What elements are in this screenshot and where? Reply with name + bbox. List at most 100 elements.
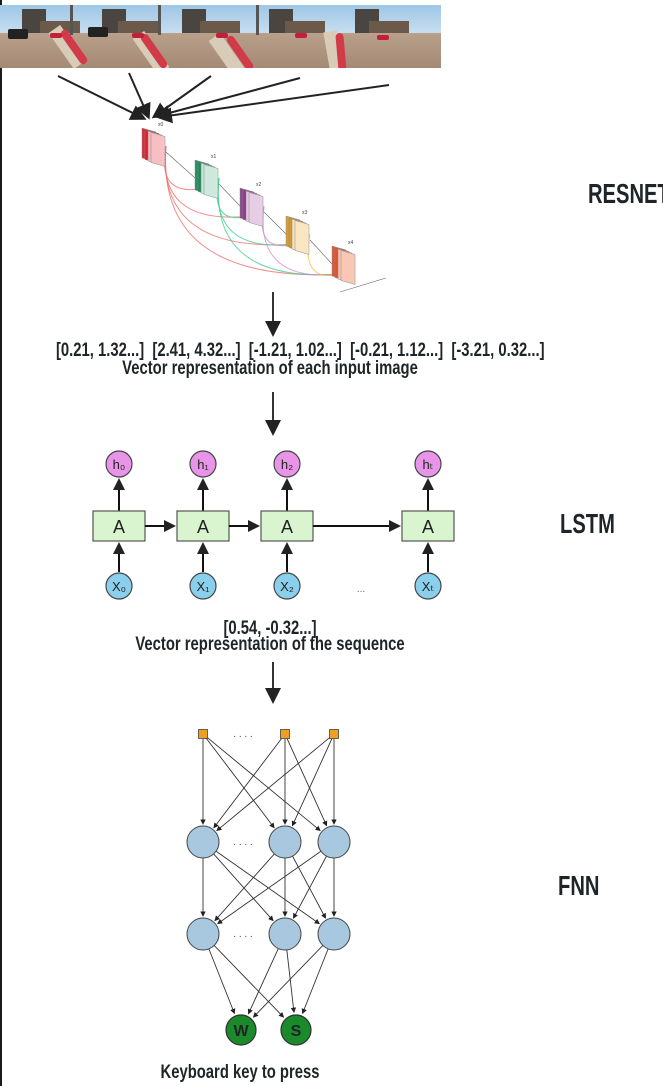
resnet-block-x4: x4 [331,240,356,285]
block-label: x3 [302,210,308,216]
input-neuron [329,729,339,739]
output-label: h₀ [113,457,126,472]
block-label: x4 [348,240,354,246]
fnn-edge [293,855,327,919]
lstm-diagram: h₀AX₀h₁AX₁h₂AX₂hₜAXₜ... [92,450,455,600]
arrow-frame-5 [156,84,390,124]
output-label: h₁ [197,457,209,472]
input-neuron [280,729,290,739]
fnn-edge [252,945,324,1018]
resnet-block-x0: x0 [141,122,196,179]
image-vector-2: [2.41, 4.32...] [152,340,241,361]
fnn-edge [215,850,321,925]
lstm-cell-3: hₜA Xₜ [401,450,455,600]
block-label: x0 [158,122,164,128]
hidden-ellipsis-2: . . . . [233,929,252,940]
fnn-edge [205,737,275,829]
output-neuron-w [225,1014,257,1046]
transition-layer [339,277,387,293]
fnn-edge [286,738,328,827]
arrow-frame-2 [128,72,151,120]
input-label: Xₜ [422,579,435,594]
fnn-edge [213,737,283,829]
fnn-edge [213,853,274,922]
hidden-neuron-layer-1 [186,825,220,859]
lstm-ellipsis: ... [357,584,365,595]
lstm-cell-label: A [422,517,434,537]
lstm-cell-0: h₀ A X₀ [92,450,176,600]
hidden-ellipsis-1: . . . . [233,837,252,848]
input-node [105,572,133,600]
hidden-neuron-layer-2 [186,917,220,951]
feature-map [340,250,356,285]
fnn-edge [292,855,326,919]
input-label: X₀ [112,579,126,594]
fnn-edge [214,853,275,922]
image-vectors-row: [0.21, 1.32...] [2.41, 4.32...] [-1.21, … [56,340,545,361]
resnet-block-x3: x3 [285,210,333,265]
hidden-neuron-layer-1 [268,825,302,859]
image-vector-3: [-1.21, 1.02...] [248,340,342,361]
input-frame-5 [352,5,442,68]
arrow-frame-4 [154,77,301,121]
input-frames-strip [0,5,442,68]
fnn-edge [286,949,297,1014]
resnet-block-x2: x2 [239,182,287,235]
sequence-vector-caption: Vector representation of the sequence [135,634,405,655]
block-label: x1 [211,154,217,160]
block-connector [165,151,196,179]
block-label: x2 [256,182,262,188]
lstm-cell-box [260,510,314,542]
fnn-edge [216,850,322,925]
output-neuron-s [280,1014,312,1046]
image-vector-5: [-3.21, 0.32...] [451,340,545,361]
section-label-fnn: FNN [558,870,600,901]
lstm-cell-box [401,510,455,542]
fnn-edge [301,948,329,1015]
fnn-edge [213,945,285,1018]
fnn-edge [208,948,236,1015]
hidden-neuron-layer-2 [268,917,302,951]
feature-map [294,220,310,255]
lstm-cell-label: A [197,517,209,537]
input-frame-3 [176,5,265,68]
input-node [273,572,301,600]
output-node [105,450,133,478]
input-frame-4 [264,5,353,68]
feature-map [203,164,219,199]
output-key-label: S [291,1023,302,1040]
image-vector-4: [-0.21, 1.12...] [350,340,444,361]
sequence-vector-value: [0.54, -0.32...] [223,618,317,639]
output-node [189,450,217,478]
resnet-diagram: x0 x1 x2 x3 x4 [141,122,387,293]
fnn-diagram: . . . . . . . . . . . . W S [186,729,351,1046]
resnet-block-x1: x1 [194,154,241,207]
output-caption: Keyboard key to press [160,1062,320,1083]
lstm-cell-label: A [281,517,293,537]
feature-map [150,132,166,167]
left-border [0,0,2,1086]
input-node [414,572,442,600]
input-node [189,572,217,600]
skip-connection [217,177,343,276]
lstm-cell-label: A [113,517,125,537]
hidden-neuron-layer-1 [317,825,351,859]
output-node [414,450,442,478]
feature-map [248,192,264,227]
output-node [273,450,301,478]
input-frame-2 [88,5,177,68]
input-ellipsis: . . . . [233,729,252,740]
input-frame-1 [0,5,89,68]
block-connector [309,239,333,265]
frame-to-resnet-arrows [57,72,390,124]
output-label: h₂ [281,457,293,472]
block-connector [218,183,241,207]
output-label: hₜ [422,457,433,472]
fnn-edges [200,736,337,1018]
lstm-cell-box [176,510,230,542]
input-neuron [198,729,208,739]
output-key-label: W [233,1023,249,1040]
